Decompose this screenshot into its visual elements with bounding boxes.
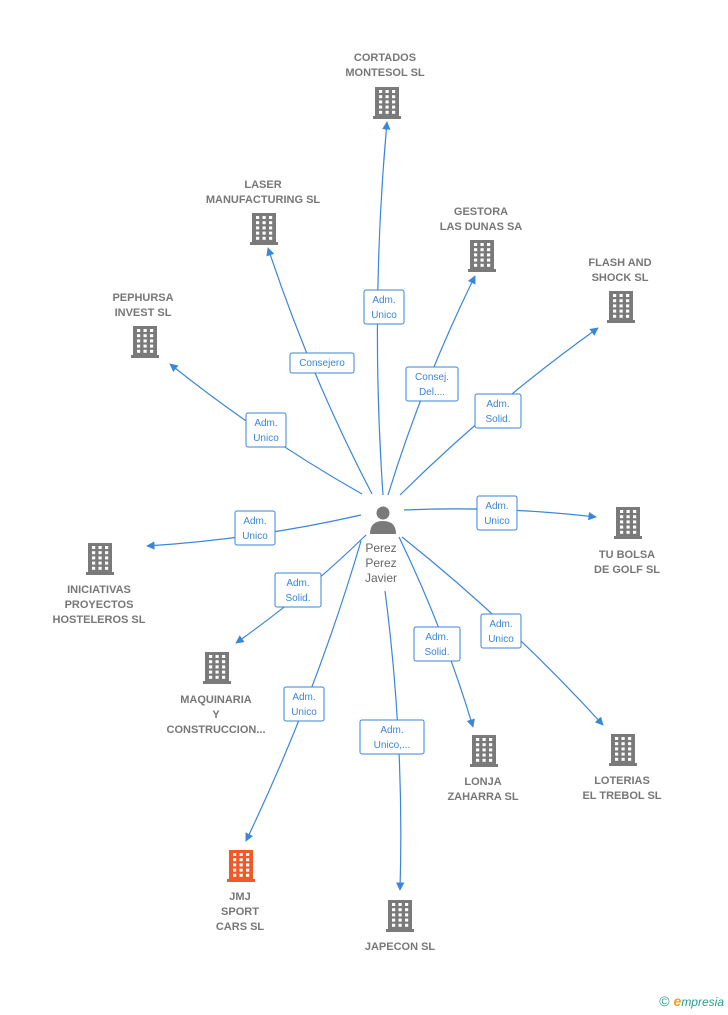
building-icon bbox=[470, 735, 498, 767]
role-label-jmj[interactable]: Adm. Unico bbox=[283, 686, 325, 722]
company-name[interactable]: PROYECTOS bbox=[65, 599, 134, 611]
role-label-text: Adm. bbox=[292, 692, 315, 703]
company-node-iniciativas[interactable]: INICIATIVAS PROYECTOS HOSTELEROS SL bbox=[53, 543, 146, 626]
company-node-cortados[interactable]: CORTADOS MONTESOL SL bbox=[345, 52, 425, 119]
building-icon bbox=[203, 652, 231, 684]
role-label-lonja[interactable]: Adm. Solid. bbox=[413, 626, 461, 662]
role-label-maquinaria[interactable]: Adm. Solid. bbox=[274, 572, 322, 608]
role-label-text: Adm. bbox=[372, 295, 395, 306]
company-name[interactable]: JAPECON SL bbox=[365, 941, 436, 953]
company-name[interactable]: LAS DUNAS SA bbox=[440, 221, 523, 233]
person-name: Perez bbox=[365, 541, 396, 555]
role-label-text: Consej. bbox=[415, 372, 449, 383]
role-label-pephursa[interactable]: Adm. Unico bbox=[245, 412, 287, 448]
building-icon bbox=[86, 543, 114, 575]
company-name[interactable]: CONSTRUCCION... bbox=[167, 724, 266, 736]
role-label-text: Adm. bbox=[380, 725, 403, 736]
company-name[interactable]: CARS SL bbox=[216, 921, 265, 933]
company-name[interactable]: LASER bbox=[244, 179, 281, 191]
role-label-cortados[interactable]: Adm. Unico bbox=[363, 289, 405, 325]
company-node-laser[interactable]: LASER MANUFACTURING SL bbox=[206, 179, 321, 245]
company-name[interactable]: Y bbox=[212, 709, 220, 721]
company-name[interactable]: JMJ bbox=[229, 891, 250, 903]
company-name[interactable]: CORTADOS bbox=[354, 52, 416, 64]
company-node-flash[interactable]: FLASH AND SHOCK SL bbox=[588, 257, 652, 323]
building-icon bbox=[607, 291, 635, 323]
role-label-text: Unico,... bbox=[374, 740, 411, 751]
brand-footer: ©empresia bbox=[659, 993, 724, 1009]
building-icon bbox=[468, 240, 496, 272]
company-name[interactable]: MANUFACTURING SL bbox=[206, 194, 321, 206]
role-label-text: Solid. bbox=[285, 593, 310, 604]
role-label-text: Adm. bbox=[254, 418, 277, 429]
role-label-iniciativas[interactable]: Adm. Unico bbox=[234, 510, 276, 546]
person-name: Javier bbox=[365, 571, 397, 585]
role-label-text: Adm. bbox=[425, 632, 448, 643]
role-label-text: Unico bbox=[484, 516, 510, 527]
company-node-pephursa[interactable]: PEPHURSA INVEST SL bbox=[112, 292, 174, 358]
company-name[interactable]: SPORT bbox=[221, 906, 259, 918]
person-name: Perez bbox=[365, 556, 396, 570]
company-name[interactable]: ZAHARRA SL bbox=[447, 791, 518, 803]
role-label-tubolsa[interactable]: Adm. Unico bbox=[476, 495, 518, 531]
company-node-japecon[interactable]: JAPECON SL bbox=[365, 900, 436, 953]
company-node-gestora[interactable]: GESTORA LAS DUNAS SA bbox=[440, 206, 523, 272]
role-label-gestora[interactable]: Consej. Del.... bbox=[405, 366, 459, 402]
copyright-icon: © bbox=[659, 993, 670, 1009]
role-label-laser[interactable]: Consejero bbox=[289, 352, 355, 374]
company-name[interactable]: INVEST SL bbox=[115, 307, 172, 319]
company-name[interactable]: EL TREBOL SL bbox=[582, 790, 661, 802]
role-label-text: Consejero bbox=[299, 358, 345, 369]
building-icon bbox=[373, 87, 401, 119]
company-name[interactable]: LOTERIAS bbox=[594, 775, 650, 787]
company-name[interactable]: SHOCK SL bbox=[592, 272, 649, 284]
role-label-text: Unico bbox=[371, 310, 397, 321]
brand-initial: e bbox=[673, 993, 682, 1009]
company-node-tubolsa[interactable]: TU BOLSA DE GOLF SL bbox=[594, 507, 660, 576]
role-label-text: Unico bbox=[242, 531, 268, 542]
building-icon bbox=[131, 326, 159, 358]
building-icon bbox=[227, 850, 255, 882]
company-name[interactable]: INICIATIVAS bbox=[67, 584, 131, 596]
role-label-japecon[interactable]: Adm. Unico,... bbox=[359, 719, 425, 755]
role-label-text: Adm. bbox=[489, 619, 512, 630]
role-label-flash[interactable]: Adm. Solid. bbox=[474, 393, 522, 429]
role-label-text: Solid. bbox=[485, 414, 510, 425]
building-icon bbox=[609, 734, 637, 766]
company-name[interactable]: HOSTELEROS SL bbox=[53, 614, 146, 626]
role-label-text: Adm. bbox=[486, 399, 509, 410]
company-node-jmj[interactable]: JMJ SPORT CARS SL bbox=[216, 850, 265, 933]
role-label-text: Adm. bbox=[485, 501, 508, 512]
company-name[interactable]: MAQUINARIA bbox=[180, 694, 252, 706]
role-label-text: Adm. bbox=[243, 516, 266, 527]
role-label-loterias[interactable]: Adm. Unico bbox=[480, 613, 522, 649]
company-name[interactable]: DE GOLF SL bbox=[594, 564, 660, 576]
role-label-text: Unico bbox=[291, 707, 317, 718]
role-label-text: Unico bbox=[488, 634, 514, 645]
company-name[interactable]: LONJA bbox=[464, 776, 501, 788]
role-label-text: Del.... bbox=[419, 387, 445, 398]
role-label-text: Adm. bbox=[286, 578, 309, 589]
company-name[interactable]: MONTESOL SL bbox=[345, 67, 425, 79]
company-node-lonja[interactable]: LONJA ZAHARRA SL bbox=[447, 735, 519, 803]
company-name[interactable]: FLASH AND bbox=[588, 257, 651, 269]
building-icon bbox=[386, 900, 414, 932]
brand-name: mpresia bbox=[681, 995, 724, 1009]
company-node-maquinaria[interactable]: MAQUINARIA Y CONSTRUCCION... bbox=[167, 652, 266, 736]
person-icon bbox=[370, 506, 396, 534]
company-name[interactable]: PEPHURSA bbox=[112, 292, 173, 304]
building-icon bbox=[250, 213, 278, 245]
building-icon bbox=[614, 507, 642, 539]
role-label-text: Solid. bbox=[424, 647, 449, 658]
company-node-loterias[interactable]: LOTERIAS EL TREBOL SL bbox=[582, 734, 662, 802]
company-name[interactable]: GESTORA bbox=[454, 206, 508, 218]
role-label-text: Unico bbox=[253, 433, 279, 444]
company-name[interactable]: TU BOLSA bbox=[599, 549, 655, 561]
